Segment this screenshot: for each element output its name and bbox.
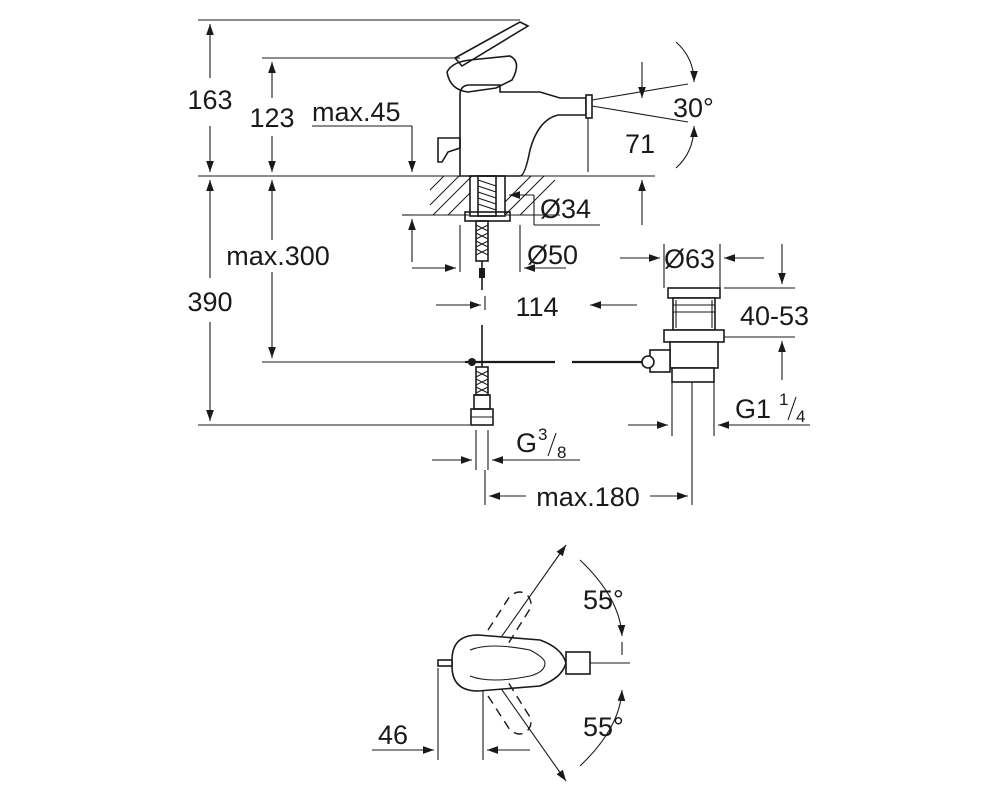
supply-thread-label: G <box>516 428 537 458</box>
waste-thread-denominator: 4 <box>796 407 805 426</box>
connection-length-label: 390 <box>187 287 232 317</box>
popup-knob-top <box>437 659 453 667</box>
spout-reach-label: 71 <box>625 129 655 159</box>
lever-offset-label: 46 <box>378 720 408 750</box>
mounting-shank <box>464 175 511 222</box>
deck-hatching <box>402 175 560 216</box>
side-view: 163 123 max.45 390 max.300 Ø34 Ø50 <box>187 19 810 512</box>
supply-thread-fraction-bar <box>547 432 557 457</box>
spout-top <box>565 651 591 675</box>
pop-up-rod <box>465 358 650 366</box>
faucet-body <box>437 21 593 177</box>
lever-down-angle-label: 55° <box>583 712 624 742</box>
supply-thread-denominator: 8 <box>557 443 566 462</box>
waste-height-range-label: 40-53 <box>740 301 809 331</box>
waste-thread-numerator: 1 <box>779 390 788 409</box>
lever-down-position <box>487 681 532 735</box>
lever-up-angle-label: 55° <box>583 585 624 615</box>
waste-thread-label: G1 <box>735 394 771 424</box>
waste-thread-fraction-bar <box>787 396 797 421</box>
supply-thread-numerator: 3 <box>538 425 547 444</box>
top-view: 55° 55° 46 <box>372 544 630 782</box>
waste-distance-label: 114 <box>515 292 558 322</box>
supply-hoses <box>470 220 494 426</box>
waste-diameter-label: Ø63 <box>664 244 715 274</box>
outlet-height-label: 123 <box>249 103 294 133</box>
max-deck-thickness-label: max.45 <box>312 97 401 127</box>
lever-up-position <box>487 591 532 645</box>
mounting-hole-diameter-label: Ø34 <box>540 194 591 224</box>
base-diameter-label: Ø50 <box>527 240 578 270</box>
waste-fitting <box>641 287 725 383</box>
spout-angle-label: 30° <box>673 93 714 123</box>
max-below-deck-label: max.300 <box>226 241 330 271</box>
max-reach-label: max.180 <box>536 482 640 512</box>
total-height-label: 163 <box>187 85 232 115</box>
body-top-outline <box>451 634 567 692</box>
